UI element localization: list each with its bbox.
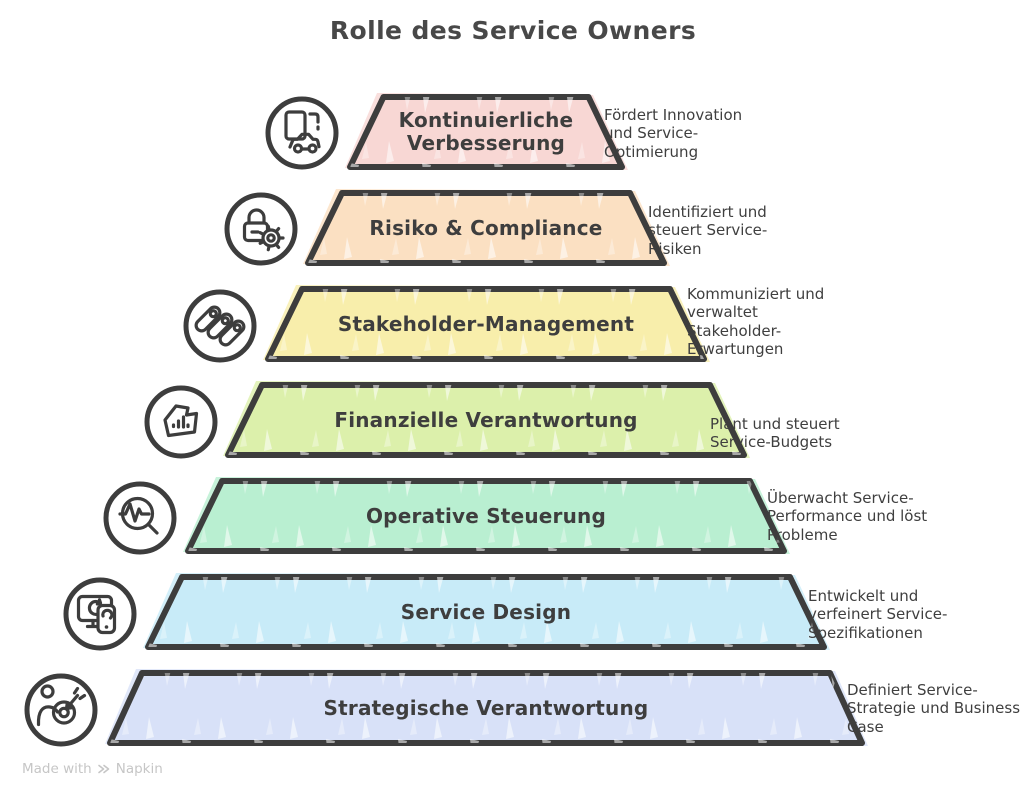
screen-and-car-icon [265, 96, 339, 170]
tier-label: Strategische Verantwortung [323, 695, 649, 720]
tier-shape [303, 189, 670, 266]
tier-annotation: Definiert Service- Strategie und Busines… [847, 681, 1021, 736]
tier-annotation: Plant und steuert Service-Budgets [710, 415, 840, 452]
tier-label: Operative Steuerung [365, 503, 606, 528]
tier-label: Service Design [400, 599, 572, 624]
made-with-napkin-credit: Made with Napkin [22, 761, 163, 777]
tier-shape [223, 381, 750, 458]
tier-annotation: Überwacht Service- Performance und löst … [767, 489, 928, 544]
budget-chart-icon [144, 385, 218, 459]
tier-shape [183, 477, 790, 554]
team-capsules-icon [183, 289, 257, 363]
pulse-magnifier-icon [103, 481, 177, 555]
tier-label: Kontinuierliche Verbesserung [398, 108, 574, 155]
tier-annotation: Kommuniziert und verwaltet Stakeholder- … [687, 285, 825, 358]
napkin-logo-icon [97, 764, 110, 774]
person-target-icon [24, 673, 98, 747]
tier-label: Finanzielle Verantwortung [334, 407, 638, 432]
tier-shape [345, 93, 628, 170]
made-with-label: Made with [22, 761, 92, 777]
tier-annotation: Identifiziert und steuert Service- Risik… [648, 203, 768, 258]
tier-annotation: Fördert Innovation und Service- Optimier… [604, 106, 743, 161]
tier-shape [105, 669, 868, 746]
page-title: Rolle des Service Owners [329, 16, 697, 45]
brand-name: Napkin [115, 761, 163, 777]
tier-annotation: Entwickelt und verfeinert Service- Spezi… [808, 587, 948, 642]
tier-shape [143, 573, 830, 650]
lock-and-gear-icon [224, 192, 298, 266]
tier-shape [263, 285, 710, 362]
tier-label: Stakeholder-Management [337, 311, 635, 336]
tier-label: Risiko & Compliance [369, 215, 603, 240]
monitor-and-phone-icon [63, 577, 137, 651]
